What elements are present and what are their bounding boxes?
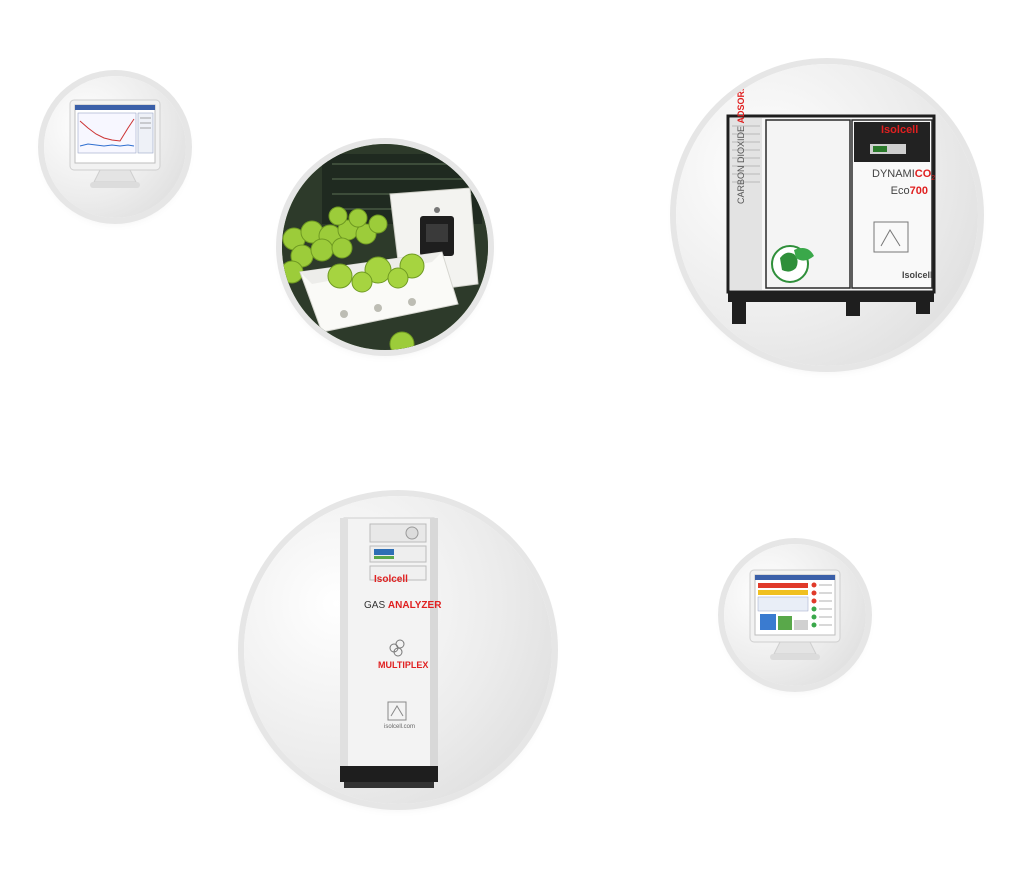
adsorber-model-prefix: DYNAMI <box>872 168 915 180</box>
monitor-control-illustration <box>749 569 841 660</box>
analyzer-title-gas: GAS <box>364 600 386 611</box>
adsorber-footer-brand: Isolcell <box>902 270 933 280</box>
monitor-chart-illustration <box>69 99 161 188</box>
gas-analyzer-illustration <box>340 517 438 788</box>
co2-adsorber-bubble: Isolcell CARBON DIOXIDE ADSORBERS DYNAMI… <box>676 64 978 366</box>
analyzer-footer: isolcell.com <box>384 724 416 730</box>
co2-adsorber-illustration <box>726 114 936 324</box>
analyzer-title: GAS ANALYZER <box>364 600 441 611</box>
adsorber-model-name: DYNAMICO2 Eco700 <box>872 168 935 197</box>
adsorber-model-sub: 2 <box>931 175 936 183</box>
adsorber-side-label: CARBON DIOXIDE ADSORBERS <box>736 64 746 204</box>
adsorber-side-text-1: CARBON DIOXIDE <box>736 125 746 204</box>
analyzer-title-analyzer: ANALYZER <box>387 600 442 611</box>
adsorber-model-line-1: DYNAMICO2 <box>872 168 935 185</box>
monitor-control-bubble <box>724 544 866 686</box>
monitor-chart-bubble <box>44 76 186 218</box>
apples-crate-illustration <box>282 144 488 350</box>
analyzer-subtitle: MULTIPLEX <box>378 660 429 670</box>
analyzer-brand: Isolcell <box>374 574 408 585</box>
gas-analyzer-bubble: Isolcell GAS ANALYZER MULTIPLEX isolcell… <box>244 496 552 804</box>
adsorber-model-number: 700 <box>909 185 928 198</box>
apples-crate-photo <box>282 144 488 350</box>
adsorber-model-eco: Eco <box>890 185 910 198</box>
adsorber-model-co: CO <box>914 168 932 180</box>
adsorber-brand: Isolcell <box>881 124 919 136</box>
adsorber-model-line-2: Eco700 <box>872 185 928 197</box>
adsorber-side-text-2: ADSORBERS <box>736 65 746 124</box>
